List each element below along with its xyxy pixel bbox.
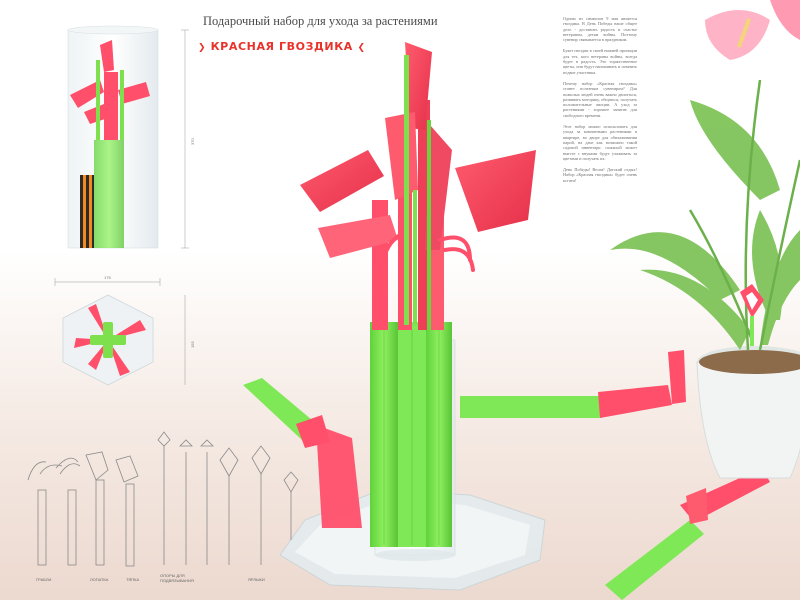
loose-tools: [243, 350, 770, 600]
brand-name: ❯ Красная гвоздика ❯: [198, 40, 366, 53]
depth-dimension: 155: [190, 341, 195, 348]
brand-deco-right: ❯: [357, 43, 366, 53]
description-paragraph: Почему набор «Красная гвоздика» станет п…: [563, 80, 637, 118]
caption-labels: ярлыки: [248, 577, 265, 582]
caption-rake: грабли: [36, 577, 52, 582]
caption-supports: опоры для подвязывания: [160, 573, 194, 583]
caption-shovel: лопатка: [90, 577, 109, 582]
brand-label: Красная гвоздика: [210, 40, 353, 53]
top-view-drawing: [54, 278, 186, 386]
red-tool-heads: [300, 42, 536, 330]
description-paragraph: Одним из символов 9 мая является гвоздик…: [563, 16, 637, 43]
description-paragraph: Этот набор можно использовать для ухода …: [563, 124, 637, 161]
caption-hoe: тяпка: [126, 577, 140, 582]
green-handles: [370, 322, 452, 547]
brand-deco-left: ❯: [198, 43, 207, 53]
description-paragraph: День Победы! Весна! Датский отдых! Набор…: [563, 167, 637, 183]
width-dimension: 175: [104, 275, 111, 280]
page-title: Подарочный набор для ухода за растениями: [203, 14, 438, 28]
height-dimension: 370: [190, 138, 195, 145]
elevation-drawing: [67, 25, 189, 249]
potted-plant: [610, 0, 800, 479]
description-paragraph: Букет гвоздик в своей нижней проекции дл…: [563, 48, 637, 75]
description-column: Одним из символов 9 мая является гвоздик…: [563, 16, 637, 189]
tool-sketches: [27, 431, 299, 567]
